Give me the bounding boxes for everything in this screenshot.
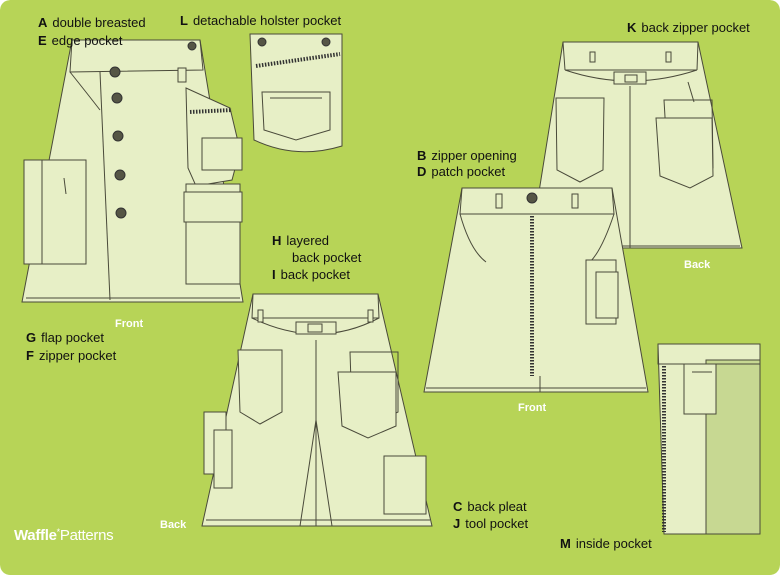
- skirt-back-bottom-left: [201, 293, 433, 527]
- skirt-front-left: [21, 39, 244, 303]
- caption-front-left: Front: [115, 318, 144, 330]
- waffle-patterns-logo: Waffle*Patterns: [14, 527, 114, 544]
- caption-back-top-right: Back: [684, 259, 711, 271]
- skirt-front-center: [423, 187, 649, 393]
- caption-front-center: Front: [518, 402, 547, 414]
- inside-pocket-detail: [657, 343, 761, 535]
- skirt-back-top-right: [529, 41, 743, 249]
- holster-pocket-detail: [249, 33, 343, 153]
- caption-back-bottom-left: Back: [160, 519, 187, 531]
- label-h-line2: back pocket: [292, 250, 362, 265]
